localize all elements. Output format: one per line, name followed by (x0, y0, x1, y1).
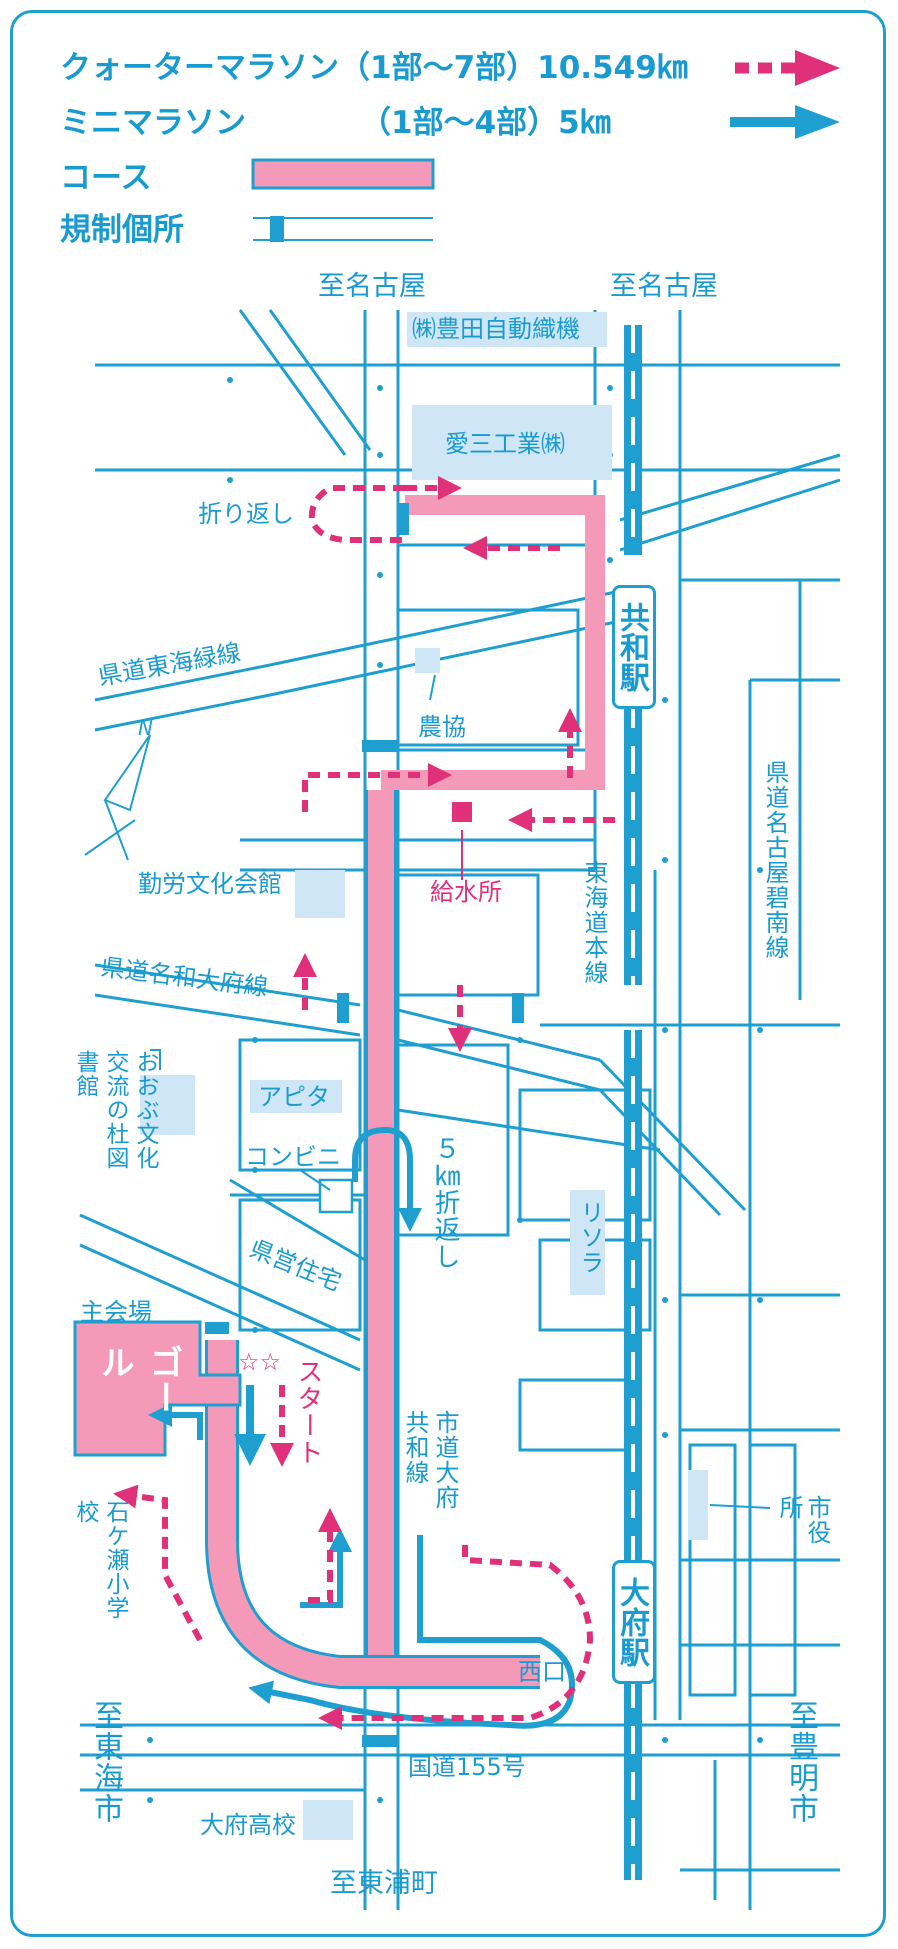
ishigase-label: 石ケ瀬小学校 (72, 1500, 128, 1620)
apita-label: アピタ (258, 1083, 330, 1111)
kinro-building (295, 870, 345, 918)
to-toyoake-label: 至豊明市 (783, 1700, 818, 1824)
buildings (140, 312, 708, 1840)
water-station-label: 給水所 (430, 878, 502, 906)
north-arrow-icon (84, 734, 151, 861)
goal-label: ゴール (94, 1345, 183, 1415)
legend-quarter-arrow (795, 50, 840, 86)
to-nagoya-right-label: 至名古屋 (610, 271, 718, 302)
obu-station-label: 大府駅 (612, 1560, 656, 1684)
north-label: N (138, 716, 153, 740)
legend-course-swatch (251, 158, 435, 190)
obu-library-label: おおぶ文化交流の杜図書館 (72, 1050, 158, 1170)
route-nawa-obu-label: 県道名和大府線 (99, 953, 269, 1001)
risora-building (570, 1190, 605, 1295)
city-hall-label: 市役所 (775, 1495, 831, 1545)
conveni-label: コンビニ (245, 1143, 341, 1171)
legend-course-text: コース (60, 160, 151, 196)
mini-route (148, 1126, 575, 1729)
to-higashiura-label: 至東浦町 (330, 1868, 438, 1899)
legend-mini-arrow (795, 105, 840, 139)
turnaround-label: 折り返し (198, 500, 294, 528)
start-label: スタート (293, 1358, 323, 1466)
water-station-mark (452, 802, 472, 822)
toyota-loom-building (407, 312, 607, 347)
km5-turn-label: ５㎞折返し (430, 1135, 460, 1270)
start-stars: ☆☆ (238, 1348, 281, 1376)
city-road-label: 市道大府共和線 (401, 1410, 459, 1510)
city-hall-building (688, 1470, 708, 1540)
main-venue-area (73, 1320, 242, 1457)
obu-high-label: 大府高校 (200, 1811, 296, 1839)
library-building (140, 1075, 195, 1135)
tokaido-line-label: 東海道本線 (580, 860, 608, 985)
to-tokai-label: 至東海市 (88, 1700, 123, 1824)
apita-building (250, 1080, 342, 1113)
legend-restriction-text: 規制個所 (60, 212, 184, 248)
conveni-building (318, 1178, 354, 1214)
aisan-label: 愛三工業㈱ (445, 430, 565, 458)
restriction-marks (205, 503, 524, 1747)
toyota-loom-label: ㈱豊田自動織機 (412, 315, 580, 343)
quarter-route (113, 476, 615, 1730)
road-network (79, 309, 841, 1910)
legend-mini-parts: （1部～4部）5㎞ (360, 105, 611, 141)
legend: クォーターマラソン（1部～7部）10.549㎞ ミニマラソン （1部～4部）5㎞… (60, 50, 840, 248)
nokyo-building (415, 648, 440, 673)
kyowa-station-label: 共和駅 (612, 585, 656, 709)
legend-restriction-mark (270, 216, 284, 242)
risora-label: リソラ (576, 1200, 604, 1275)
aisan-building (412, 405, 612, 480)
kinro-label: 勤労文化会館 (138, 870, 282, 898)
route-tokai-ryoku-label: 県道東海緑線 (96, 638, 243, 691)
legend-quarter-text: クォーターマラソン（1部～7部）10.549㎞ (60, 50, 688, 86)
nokyo-label: 農協 (418, 713, 466, 741)
route155-label: 国道155号 (408, 1753, 526, 1781)
course-path (73, 495, 605, 1689)
leader-lines (150, 674, 771, 1509)
main-venue-label: 主会場 (80, 1298, 152, 1326)
legend-mini-name: ミニマラソン (60, 105, 246, 141)
nishiguchi-label: 西口 (518, 1658, 566, 1686)
to-nagoya-left-label: 至名古屋 (318, 271, 426, 302)
obu-high-building (303, 1800, 353, 1840)
route-nagoya-hekinan-label: 県道名古屋碧南線 (761, 760, 789, 960)
prefectural-housing-label: 県営住宅 (246, 1235, 345, 1297)
